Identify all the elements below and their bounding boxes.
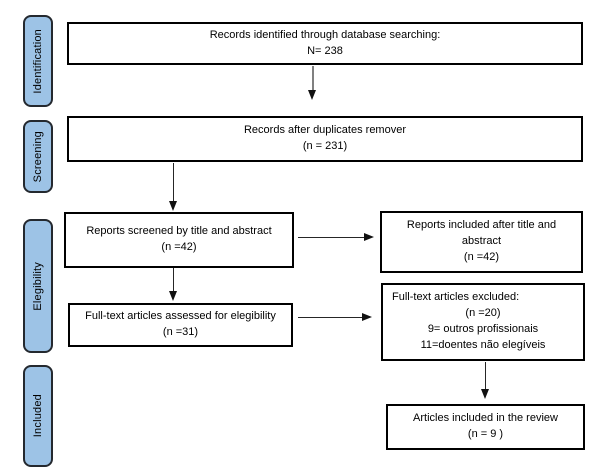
arrow-down-head <box>308 90 316 100</box>
arrow-shaft <box>172 268 175 291</box>
box-fulltext-excluded: Full-text articles excluded: (n =20) 9= … <box>381 283 585 361</box>
box-fulltext-assessed: Full-text articles assessed for elegibil… <box>68 303 293 347</box>
box-reports-screened: Reports screened by title and abstract (… <box>64 212 294 268</box>
stage-screening-label: Screening <box>32 130 44 183</box>
arrow-fulltext-to-excluded <box>298 313 372 322</box>
box-fulltext-assessed-line2: (n =31) <box>162 326 199 338</box>
arrow-shaft <box>172 163 175 201</box>
arrow-down-head <box>481 389 489 399</box>
arrow-shaft <box>311 66 314 90</box>
arrow-screened-to-fulltext <box>169 268 178 301</box>
box-reports-screened-line2: (n =42) <box>161 241 197 253</box>
arrow-excluded-to-review <box>481 362 490 399</box>
arrow-down-head <box>169 201 177 211</box>
box-records-identified-line1: Records identified through database sear… <box>209 28 441 41</box>
stage-elegibility-label: Elegibility <box>32 261 44 311</box>
stage-included-label: Included <box>32 394 44 438</box>
box-fulltext-excluded-line3: 9= outros profissionais <box>427 323 539 335</box>
stage-included: Included <box>23 365 53 467</box>
box-articles-included-line1: Articles included in the review <box>413 412 558 425</box>
stage-elegibility: Elegibility <box>23 219 53 353</box>
box-reports-included-line2: (n =42) <box>463 250 500 263</box>
arrow-shaft <box>298 236 364 239</box>
arrow-right-head <box>362 313 372 321</box>
arrow-right-head <box>364 233 374 241</box>
stage-identification: Identification <box>23 15 53 107</box>
box-reports-screened-line1: Reports screened by title and abstract <box>86 225 272 238</box>
box-records-identified: Records identified through database sear… <box>67 22 583 65</box>
arrow-down-head <box>169 291 177 301</box>
box-fulltext-assessed-line1: Full-text articles assessed for elegibil… <box>85 310 276 323</box>
arrow-duplicates-to-screened <box>169 163 178 211</box>
arrow-screened-to-included <box>298 233 374 242</box>
box-records-identified-line2: N= 238 <box>307 44 343 57</box>
arrow-shaft <box>298 316 362 319</box>
box-reports-included-line1: Reports included after title and abstrac… <box>406 219 557 248</box>
box-duplicates-removed-line1: Records after duplicates remover <box>243 124 406 137</box>
box-fulltext-excluded-line4: 11=doentes não elegíveis <box>420 338 546 351</box>
box-duplicates-removed-line2: (n = 231) <box>302 140 348 152</box>
stage-identification-label: Identification <box>32 28 44 94</box>
arrow-identified-to-duplicates <box>308 66 317 100</box>
box-articles-included-line2: (n = 9 ) <box>467 428 504 440</box>
box-duplicates-removed: Records after duplicates remover (n = 23… <box>67 116 583 162</box>
box-fulltext-excluded-line1: Full-text articles excluded: <box>392 291 520 304</box>
box-fulltext-excluded-line2: (n =20) <box>465 307 501 320</box>
box-reports-included: Reports included after title and abstrac… <box>380 211 583 273</box>
arrow-shaft <box>484 362 487 389</box>
stage-screening: Screening <box>23 120 53 193</box>
box-articles-included: Articles included in the review (n = 9 ) <box>386 404 585 450</box>
